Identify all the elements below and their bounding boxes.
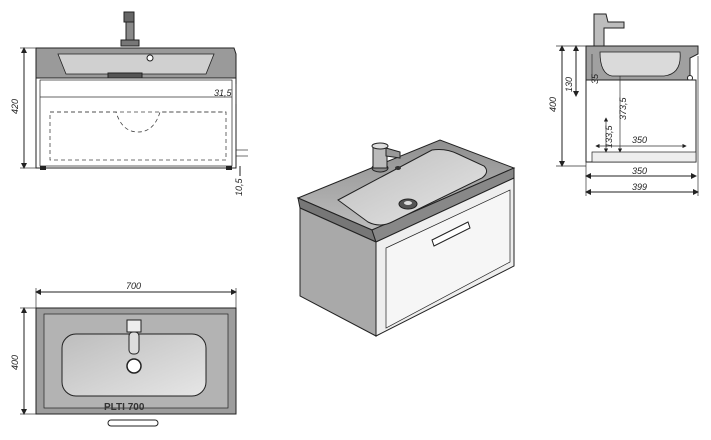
front-height-label: 420	[10, 99, 20, 114]
top-view: 700 400 PLTI 700	[10, 281, 237, 427]
iso-drawer-handle	[431, 221, 471, 247]
isometric-view	[296, 139, 516, 337]
side-faucet	[593, 13, 625, 47]
top-brand-label: PLTI 700	[104, 402, 145, 413]
side-cabinet	[585, 79, 697, 163]
side-basin	[599, 51, 681, 77]
side-dim-133-5: 133,5	[604, 124, 614, 148]
top-drain	[126, 358, 142, 374]
front-faucet	[120, 11, 140, 47]
side-view: 373,5 133,5 350 130 35 400 350 399	[548, 13, 699, 196]
siphon-cutout	[50, 111, 226, 133]
side-total-height-label: 400	[548, 97, 558, 112]
overflow-hole	[146, 54, 154, 62]
side-dim-35: 35	[590, 73, 600, 84]
iso-basin	[337, 149, 488, 226]
side-depth-399-label: 399	[632, 182, 647, 192]
side-dim-130: 130	[564, 77, 574, 92]
side-dim-373-5: 373,5	[618, 96, 628, 120]
top-faucet	[126, 319, 142, 355]
top-depth-label: 400	[10, 355, 20, 370]
front-cabinet	[35, 77, 237, 169]
front-drain	[107, 72, 143, 79]
side-depth-350-label: 350	[632, 166, 647, 176]
front-view: 420 31,5 10,5	[10, 11, 248, 196]
front-foot-label: 10,5	[234, 177, 244, 196]
top-width-label: 700	[126, 281, 141, 291]
front-ledge-label: 31,5	[214, 88, 233, 98]
top-drawer-handle	[107, 419, 159, 427]
iso-faucet	[371, 142, 401, 173]
front-basin	[57, 53, 215, 75]
side-inner-depth-label: 350	[632, 135, 647, 145]
